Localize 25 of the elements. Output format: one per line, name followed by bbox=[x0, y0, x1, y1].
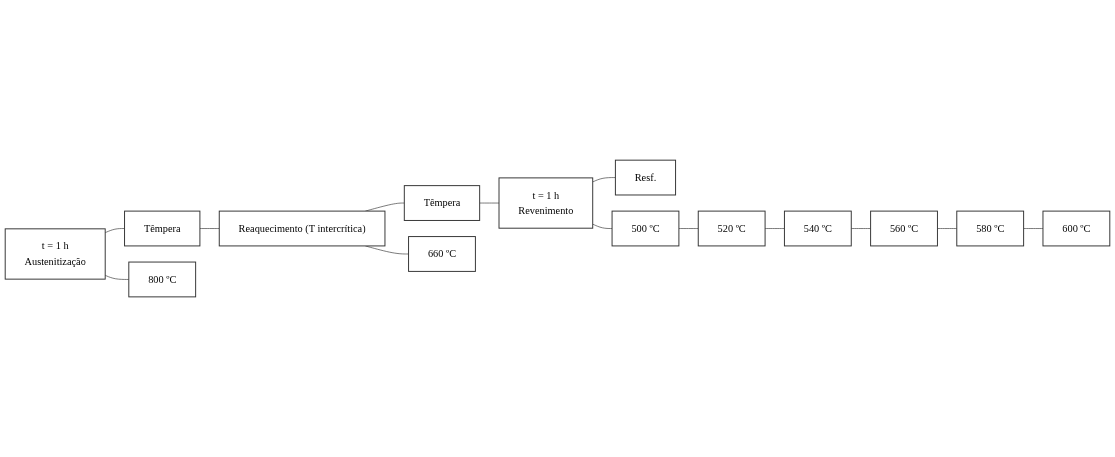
node-box: Reaquecimento (T intercrítica) bbox=[218, 210, 386, 247]
node-box: Resf. bbox=[614, 159, 677, 196]
node-box: 580 ºC bbox=[956, 210, 1025, 247]
connector bbox=[1023, 228, 1044, 229]
node-box: 800 ºC bbox=[128, 261, 197, 298]
node-box: 500 ºC bbox=[611, 210, 680, 247]
connector bbox=[199, 228, 220, 229]
connector bbox=[592, 177, 616, 183]
node-box: Têmpera bbox=[124, 210, 201, 247]
node-box: 520 ºC bbox=[697, 210, 766, 247]
connector bbox=[937, 228, 958, 229]
connector bbox=[678, 228, 699, 229]
connector bbox=[104, 228, 125, 233]
node-box: 560 ºC bbox=[870, 210, 938, 247]
node-box: 660 ºC bbox=[408, 236, 476, 272]
node-box: 600 ºC bbox=[1042, 210, 1111, 247]
node-box: t = 1 h Austenitização bbox=[4, 228, 106, 280]
connector bbox=[592, 223, 613, 229]
connector bbox=[104, 275, 130, 280]
node-box: Têmpera bbox=[403, 185, 481, 221]
connector bbox=[850, 228, 871, 229]
node-box: t = 1 h Revenimento bbox=[498, 177, 594, 229]
node-box: 540 ºC bbox=[783, 210, 852, 247]
connector bbox=[764, 228, 785, 229]
connector bbox=[479, 202, 500, 204]
